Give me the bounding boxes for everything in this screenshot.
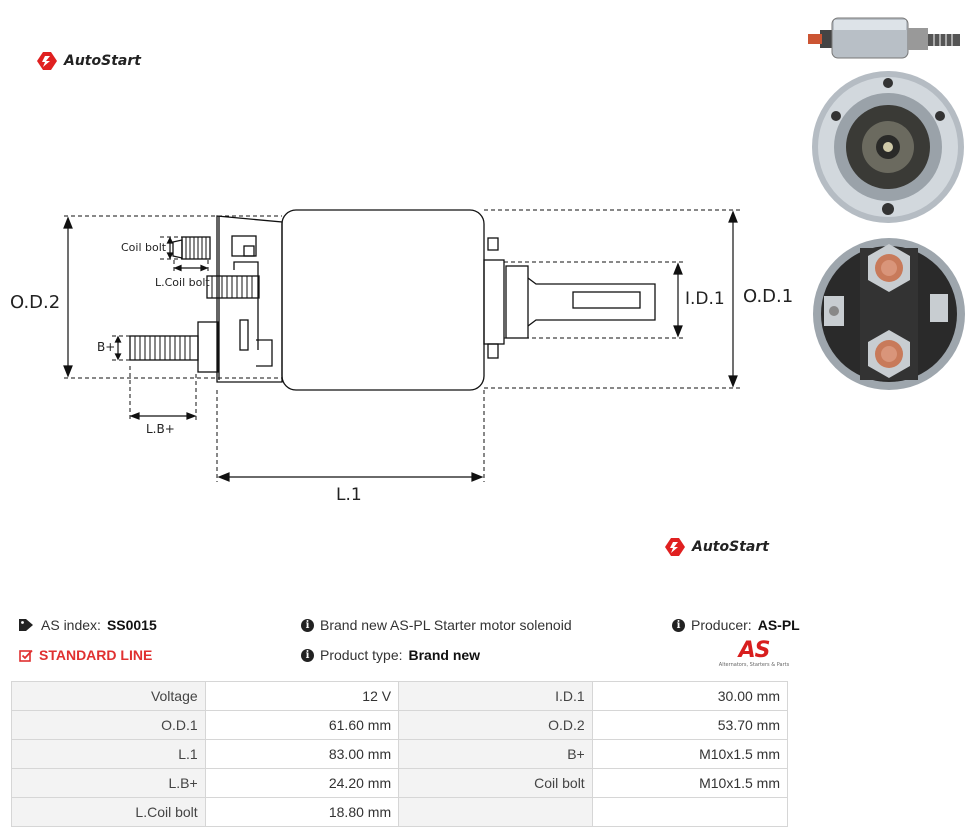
spec-value-cell: 61.60 mm	[204, 710, 400, 740]
spec-label-cell: L.Coil bolt	[11, 797, 206, 827]
info-icon: i	[672, 618, 685, 632]
autostart-logo-bottom: AutoStart	[664, 537, 769, 557]
spec-value-cell: 53.70 mm	[591, 710, 789, 740]
spec-value-cell: M10x1.5 mm	[591, 739, 789, 769]
as-index-label: AS index:	[41, 617, 101, 633]
technical-drawing: O.D.2 O.D.1 I.D.1 L.1 L.B+ B+ Coil bolt …	[10, 209, 793, 505]
spec-label-cell	[398, 797, 593, 827]
as-pl-tagline: Alternators, Starters & Parts	[718, 662, 790, 668]
spec-label-cell: O.D.2	[398, 710, 593, 740]
label-bplus: B+	[97, 340, 115, 354]
spec-value-cell: 24.20 mm	[204, 768, 400, 798]
label-id1: I.D.1	[685, 289, 725, 309]
spec-label-cell: L.B+	[11, 768, 206, 798]
spec-value-cell: 30.00 mm	[591, 681, 789, 711]
check-square-icon	[19, 649, 33, 662]
product-type: i Product type: Brand new	[301, 647, 480, 663]
brand-name: AutoStart	[692, 539, 769, 555]
brand-name: AutoStart	[64, 53, 141, 69]
spec-label-cell: I.D.1	[398, 681, 593, 711]
solenoid-body	[281, 209, 485, 391]
label-coil-bolt: Coil bolt	[121, 241, 167, 254]
label-l1: L.1	[336, 485, 362, 505]
info-icon: i	[301, 648, 314, 662]
autostart-logo-top: AutoStart	[36, 51, 141, 71]
as-pl-logo-mark: AS	[738, 638, 771, 663]
photo-terminal-view[interactable]	[810, 234, 968, 394]
description-text: Brand new AS-PL Starter motor solenoid	[320, 617, 572, 633]
as-index-value: SS0015	[106, 617, 157, 633]
spec-label-cell: L.1	[11, 739, 206, 769]
label-lb: L.B+	[146, 422, 175, 436]
label-l-coil-bolt: L.Coil bolt	[155, 276, 210, 289]
spec-label-cell: Coil bolt	[398, 768, 593, 798]
autostart-emblem-icon	[37, 52, 57, 70]
autostart-emblem-icon	[665, 538, 685, 556]
producer-value: AS-PL	[757, 617, 800, 633]
spec-value-cell: 12 V	[204, 681, 400, 711]
photo-front-view[interactable]	[808, 68, 968, 226]
standard-line-label: STANDARD LINE	[39, 647, 153, 663]
info-icon: i	[301, 618, 314, 632]
label-od2: O.D.2	[10, 292, 60, 313]
spec-value-cell: 18.80 mm	[204, 797, 400, 827]
spec-value-cell	[591, 797, 789, 827]
spec-label-cell: B+	[398, 739, 593, 769]
photo-side-view[interactable]	[804, 8, 970, 64]
standard-line-badge: STANDARD LINE	[19, 647, 152, 663]
spec-label-cell: Voltage	[11, 681, 206, 711]
producer: i Producer: AS-PL	[672, 617, 800, 633]
producer-label: Producer:	[691, 617, 752, 633]
tags-icon	[19, 619, 33, 631]
label-od1: O.D.1	[743, 286, 793, 307]
spec-label-cell: O.D.1	[11, 710, 206, 740]
product-type-label: Product type:	[320, 647, 403, 663]
as-index: AS index: SS0015	[19, 617, 157, 633]
product-description: i Brand new AS-PL Starter motor solenoid	[301, 617, 572, 633]
spec-value-cell: M10x1.5 mm	[591, 768, 789, 798]
product-type-value: Brand new	[408, 647, 481, 663]
as-pl-logo: AS Alternators, Starters & Parts	[716, 640, 792, 669]
spec-value-cell: 83.00 mm	[204, 739, 400, 769]
